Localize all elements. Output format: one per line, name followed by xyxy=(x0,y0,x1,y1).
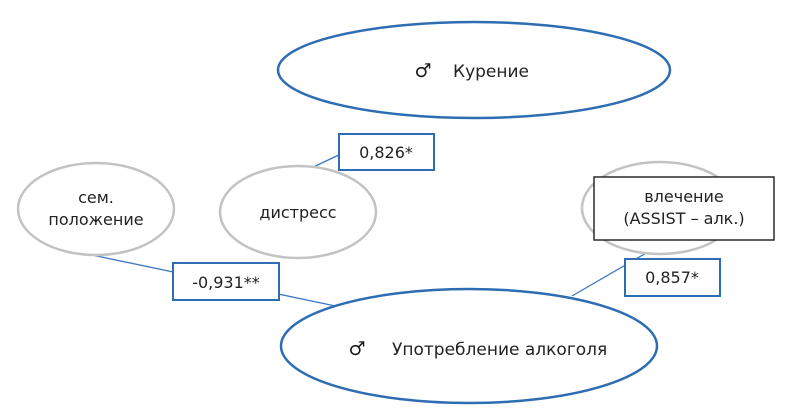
coef-marital-alcohol: -0,931** xyxy=(172,262,280,301)
coef-craving-alcohol-box xyxy=(624,258,721,297)
node-alcohol-use-label: Употребление алкоголя xyxy=(392,340,607,360)
node-marital-status: сем. положение xyxy=(16,161,176,257)
node-distress: дистресс xyxy=(218,164,378,260)
coef-marital-alcohol-box xyxy=(172,262,280,301)
node-marital-status-ellipse xyxy=(16,161,176,257)
node-craving-label-line1: влечение xyxy=(644,187,724,206)
node-alcohol-use-ellipse xyxy=(279,287,659,405)
node-alcohol-use: ♂ Употребление алкоголя xyxy=(279,287,659,405)
coef-distress-smoking-box xyxy=(338,133,435,171)
node-craving: влечение (ASSIST – алк.) xyxy=(580,160,775,256)
male-symbol-icon: ♂ xyxy=(348,338,365,360)
coef-craving-alcohol: 0,857* xyxy=(624,258,721,297)
coef-marital-alcohol-value: -0,931** xyxy=(192,273,260,292)
coef-craving-alcohol-value: 0,857* xyxy=(645,268,699,287)
node-smoking-label: Курение xyxy=(453,62,529,82)
node-craving-label-line2: (ASSIST – алк.) xyxy=(623,209,744,228)
node-smoking: ♂ Курение xyxy=(276,20,672,120)
coef-distress-smoking: 0,826* xyxy=(338,133,435,171)
coef-distress-smoking-value: 0,826* xyxy=(359,143,413,162)
node-craving-box xyxy=(593,176,775,241)
node-distress-label: дистресс xyxy=(259,203,336,222)
node-marital-status-label-line2: положение xyxy=(48,210,143,229)
node-marital-status-label-line1: сем. xyxy=(78,188,114,207)
node-distress-ellipse xyxy=(218,164,378,260)
male-symbol-icon: ♂ xyxy=(414,60,431,82)
node-smoking-ellipse xyxy=(276,20,672,120)
